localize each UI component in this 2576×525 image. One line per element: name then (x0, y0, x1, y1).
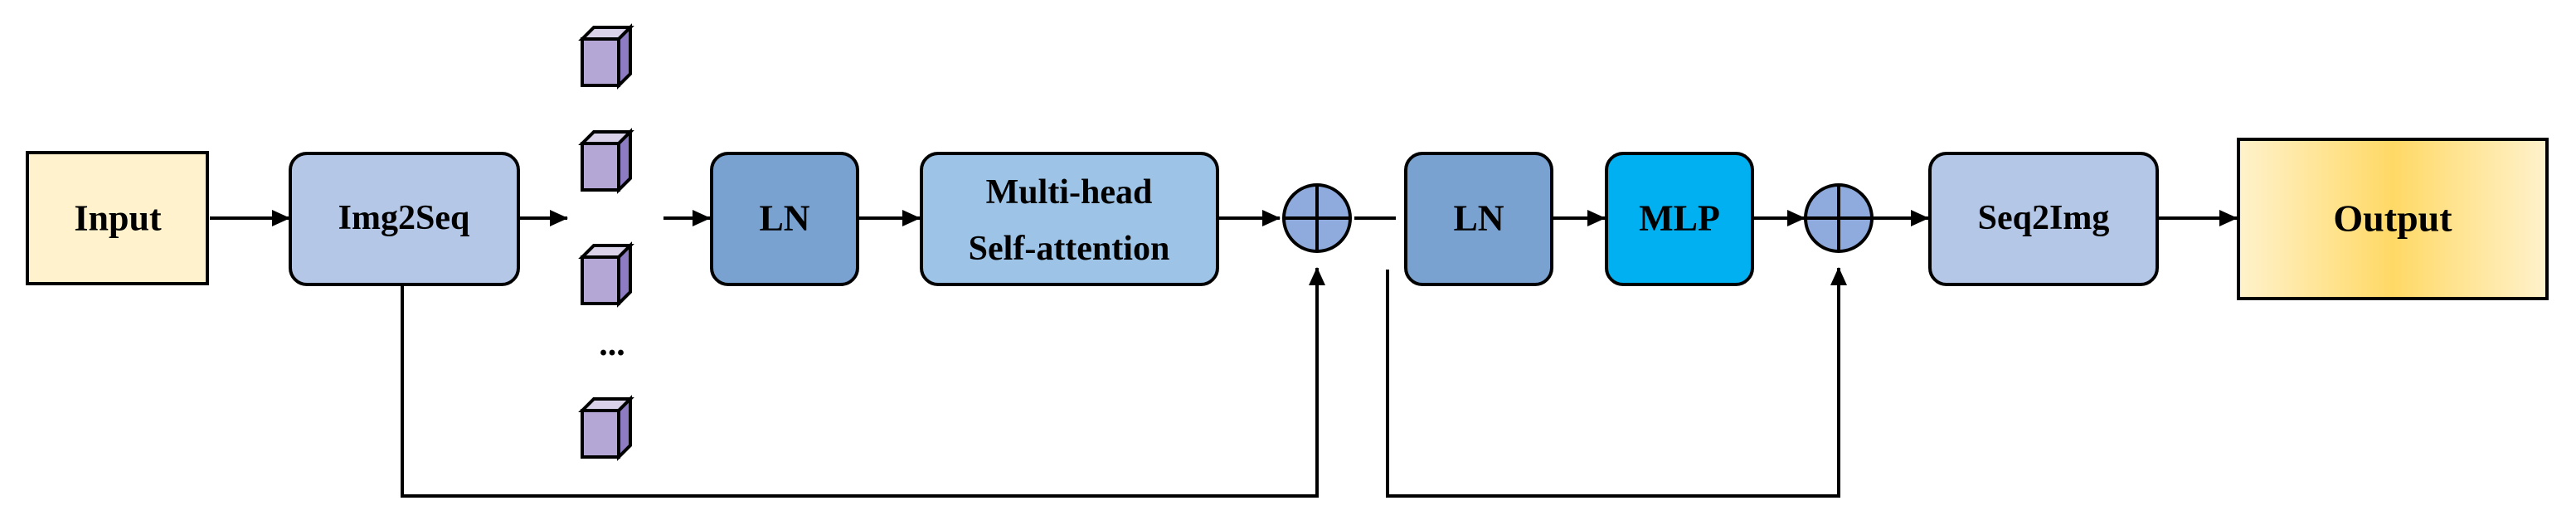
input-block: Input (26, 151, 209, 285)
output-block: Output (2237, 138, 2549, 300)
mlp-label: MLP (1639, 198, 1720, 239)
mhsa-label-line2: Self-attention (969, 230, 1170, 268)
token-cube (578, 23, 634, 90)
ln-block-1: LN (710, 152, 859, 286)
mlp-block: MLP (1605, 152, 1754, 286)
input-label: Input (74, 198, 162, 239)
connectors (210, 210, 2238, 498)
token-sequence: ... (578, 23, 634, 461)
img2seq-block: Img2Seq (289, 152, 520, 286)
ln-block-2: LN (1404, 152, 1553, 286)
ln-label-2: LN (1453, 198, 1504, 239)
output-label: Output (2333, 197, 2452, 240)
residual-add-2 (1804, 183, 1874, 253)
ln-label-1: LN (759, 198, 809, 239)
seq2img-label: Seq2Img (1978, 199, 2110, 237)
img2seq-label: Img2Seq (338, 199, 470, 237)
multi-head-self-attention-block: Multi-head Self-attention (920, 152, 1219, 286)
mhsa-label-line1: Multi-head (986, 173, 1153, 211)
skip-connection-2 (1386, 267, 1847, 498)
skip-connection-1 (401, 267, 1325, 498)
residual-add-1 (1282, 183, 1352, 253)
token-ellipsis: ... (599, 325, 625, 363)
token-cube (578, 241, 634, 308)
token-cube (578, 395, 634, 461)
token-cube (578, 128, 634, 194)
seq2img-block: Seq2Img (1928, 152, 2159, 286)
